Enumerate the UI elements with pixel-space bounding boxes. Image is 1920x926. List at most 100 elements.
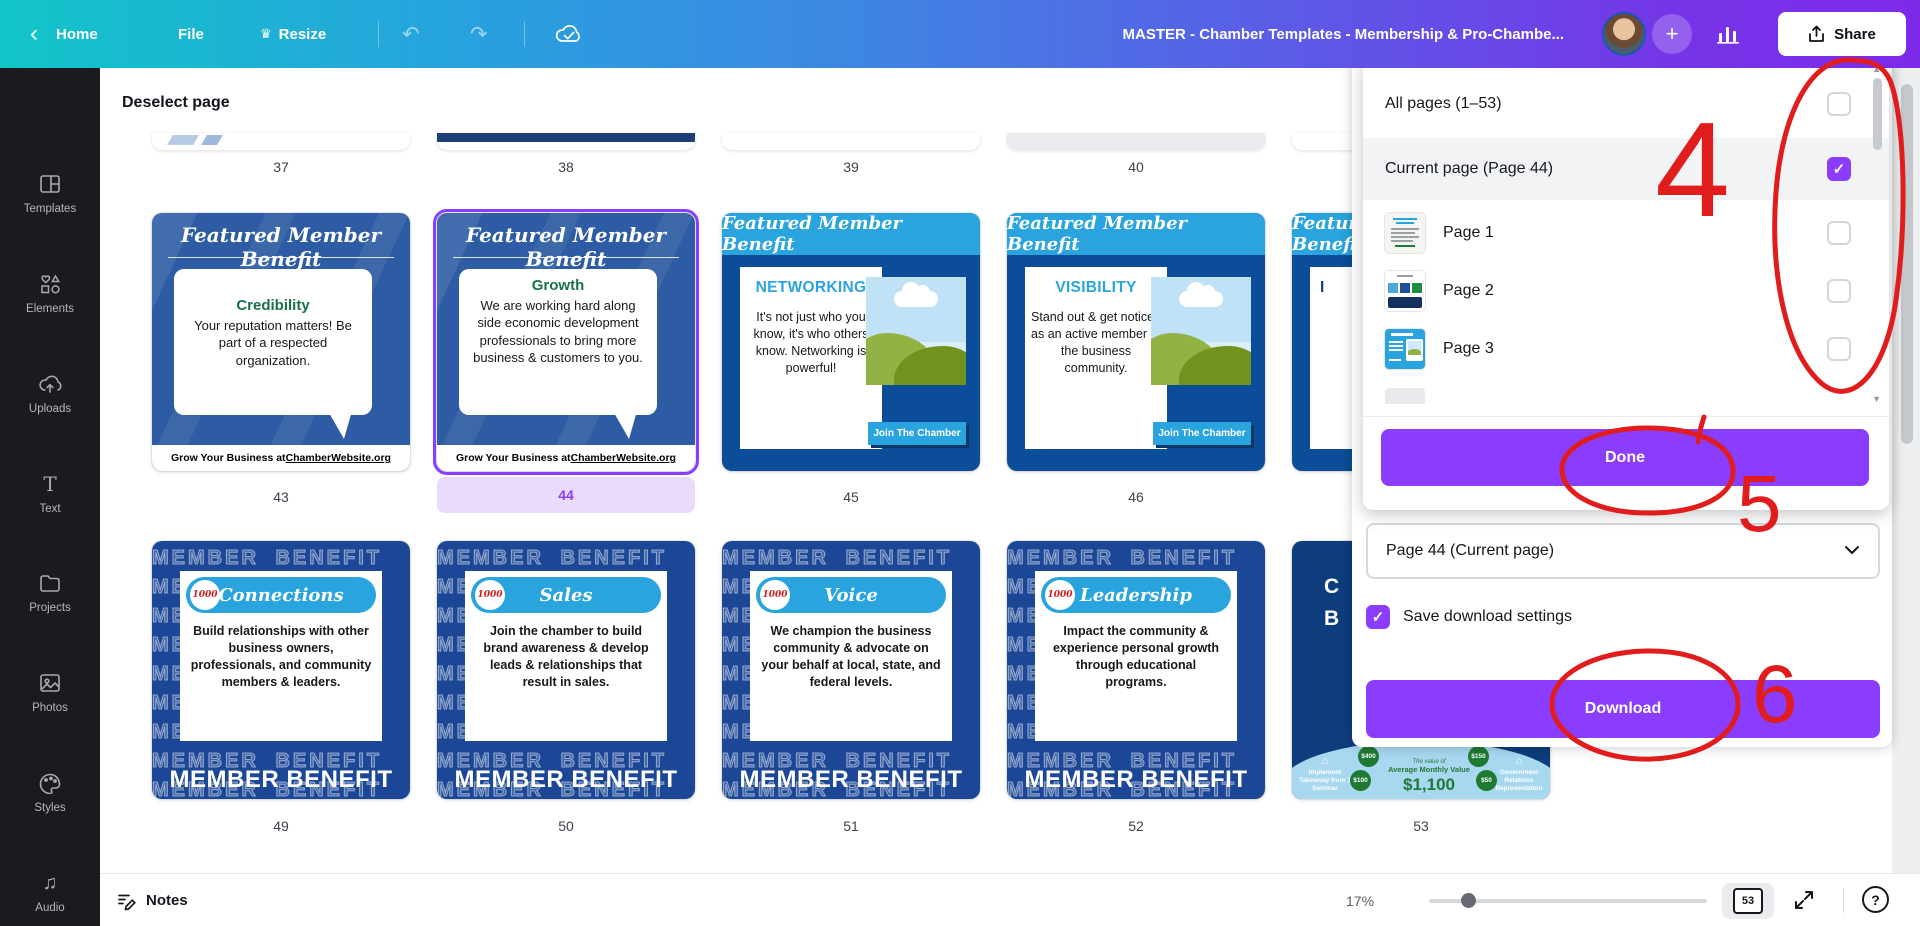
zoom-slider-track[interactable] (1429, 899, 1707, 903)
divider (1843, 888, 1844, 913)
home-button[interactable]: Home (56, 25, 98, 43)
zoom-slider-thumb[interactable] (1461, 893, 1476, 908)
save-settings-row: Save download settings (1366, 605, 1572, 629)
sidebar-item-audio[interactable]: ♫ Audio (0, 870, 100, 915)
page-number: 52 (1128, 818, 1144, 834)
page-thumbnail-52[interactable]: MEMBER BENEFIT MEMBER BENEFIT MEMBER BEN… (1007, 541, 1265, 799)
page-4-thumbnail-partial (1385, 388, 1425, 404)
redo-icon[interactable]: ↷ (470, 22, 488, 46)
page-2-thumbnail (1385, 271, 1425, 311)
page-number: 40 (1128, 159, 1144, 175)
sidebar-item-styles[interactable]: Styles (0, 770, 100, 814)
page-thumbnail-50[interactable]: MEMBER BENEFIT MEMBER BENEFIT MEMBER BEN… (437, 541, 695, 799)
canvas-scrollbar-thumb[interactable] (1901, 84, 1913, 444)
page-thumbnail-37[interactable] (152, 133, 410, 150)
folder-icon (0, 570, 100, 596)
page-thumbnail-43[interactable]: Featured Member Benefit Credibility Your… (152, 213, 410, 471)
page-1-thumbnail (1385, 213, 1425, 253)
landscape-image (866, 277, 966, 385)
row-current-page[interactable]: Current page (Page 44) (1363, 138, 1889, 200)
page-thumbnail-49[interactable]: MEMBER BENEFIT MEMBER BENEFIT MEMBER BEN… (152, 541, 410, 799)
undo-icon[interactable]: ↶ (402, 22, 420, 46)
chamber-logo: 1000 (475, 580, 505, 610)
row-page-3[interactable]: Page 3 (1363, 320, 1889, 378)
checkbox-page-2[interactable] (1827, 279, 1851, 303)
shapes-icon (0, 271, 100, 297)
photo-icon (0, 670, 100, 696)
row-page-2[interactable]: Page 2 (1363, 262, 1889, 320)
page-selector-popup: All pages (1–53) Current page (Page 44) … (1363, 58, 1889, 510)
text-icon: T (43, 472, 57, 496)
page-number: 49 (273, 818, 289, 834)
palette-icon (0, 770, 100, 796)
page-thumbnail-39[interactable] (722, 133, 980, 150)
page-thumbnail-44-selected[interactable]: Featured Member Benefit Growth We are wo… (433, 209, 699, 475)
templates-icon (0, 171, 100, 197)
chamber-logo: 1000 (190, 580, 220, 610)
document-title[interactable]: MASTER - Chamber Templates - Membership … (1122, 25, 1564, 43)
checkbox-page-1[interactable] (1827, 221, 1851, 245)
chamber-logo: 1000 (760, 580, 790, 610)
done-button[interactable]: Done (1381, 429, 1869, 486)
zoom-level: 17% (1346, 892, 1375, 909)
page-number: 46 (1128, 489, 1144, 505)
card-script-header: Featured Member Benefit (180, 223, 382, 271)
page-thumbnail-45[interactable]: Featured Member Benefit NETWORKING It's … (722, 213, 980, 471)
sidebar-item-uploads[interactable]: Uploads (0, 371, 100, 415)
sidebar-item-templates[interactable]: Templates (0, 171, 100, 215)
status-bar: Notes 17% 53 ? (100, 873, 1920, 926)
resize-menu[interactable]: ♛ Resize (260, 25, 327, 43)
avatar[interactable] (1602, 12, 1646, 56)
file-menu[interactable]: File (178, 25, 204, 43)
page-number: 38 (558, 159, 574, 175)
page-number: 39 (843, 159, 859, 175)
page-number: 53 (1413, 818, 1429, 834)
row-all-pages[interactable]: All pages (1–53) (1363, 76, 1889, 132)
landscape-image (1151, 277, 1251, 385)
sidebar: Templates Elements Uploads T Text (0, 68, 100, 926)
back-chevron-icon[interactable]: ‹ (30, 20, 38, 47)
plus-icon: + (1652, 14, 1692, 54)
page-select-dropdown[interactable]: Page 44 (Current page) (1366, 523, 1880, 579)
card-script-header: Featured Member Benefit (465, 223, 667, 271)
save-settings-checkbox[interactable] (1366, 605, 1390, 629)
add-member-button[interactable]: + (1652, 0, 1692, 68)
insights-chart-icon[interactable] (1716, 0, 1742, 68)
scroll-down-icon[interactable]: ▼ (1872, 394, 1881, 404)
join-the-chamber-button: Join The Chamber (1153, 422, 1251, 445)
page-thumbnail-51[interactable]: MEMBER BENEFIT MEMBER BENEFIT MEMBER BEN… (722, 541, 980, 799)
checkbox-current-page[interactable] (1827, 157, 1851, 181)
notes-button[interactable]: Notes (116, 874, 188, 926)
value-arc (1292, 741, 1550, 799)
page-3-thumbnail (1385, 329, 1425, 369)
divider (524, 21, 525, 47)
grid-view-button[interactable]: 53 (1722, 883, 1774, 919)
checkbox-page-3[interactable] (1827, 337, 1851, 361)
page-number: 45 (843, 489, 859, 505)
page-thumbnail-38[interactable] (437, 133, 695, 150)
deselect-page-button[interactable]: Deselect page (122, 94, 230, 111)
page-number: 43 (273, 489, 289, 505)
divider (378, 21, 379, 47)
download-button[interactable]: Download (1366, 680, 1880, 738)
sidebar-item-projects[interactable]: Projects (0, 570, 100, 614)
page-thumbnail-46[interactable]: Featured Member Benefit VISIBILITY Stand… (1007, 213, 1265, 471)
sidebar-item-elements[interactable]: Elements (0, 271, 100, 315)
checkbox-all-pages[interactable] (1827, 92, 1851, 116)
popup-scrollbar-thumb[interactable] (1873, 78, 1882, 150)
chevron-down-icon (1844, 542, 1860, 560)
fullscreen-icon[interactable] (1792, 888, 1816, 917)
row-page-1[interactable]: Page 1 (1363, 204, 1889, 262)
divider (1363, 416, 1889, 417)
cloud-sync-icon[interactable] (552, 0, 584, 68)
page-number: 50 (558, 818, 574, 834)
share-upload-icon (1809, 25, 1825, 42)
join-the-chamber-button: Join The Chamber (868, 422, 966, 445)
chamber-logo: 1000 (1045, 580, 1075, 610)
sidebar-item-text[interactable]: T Text (0, 471, 100, 515)
help-button[interactable]: ? (1862, 886, 1889, 913)
sidebar-item-photos[interactable]: Photos (0, 670, 100, 714)
share-button[interactable]: Share (1778, 12, 1906, 56)
page-thumbnail-40[interactable] (1007, 133, 1265, 150)
